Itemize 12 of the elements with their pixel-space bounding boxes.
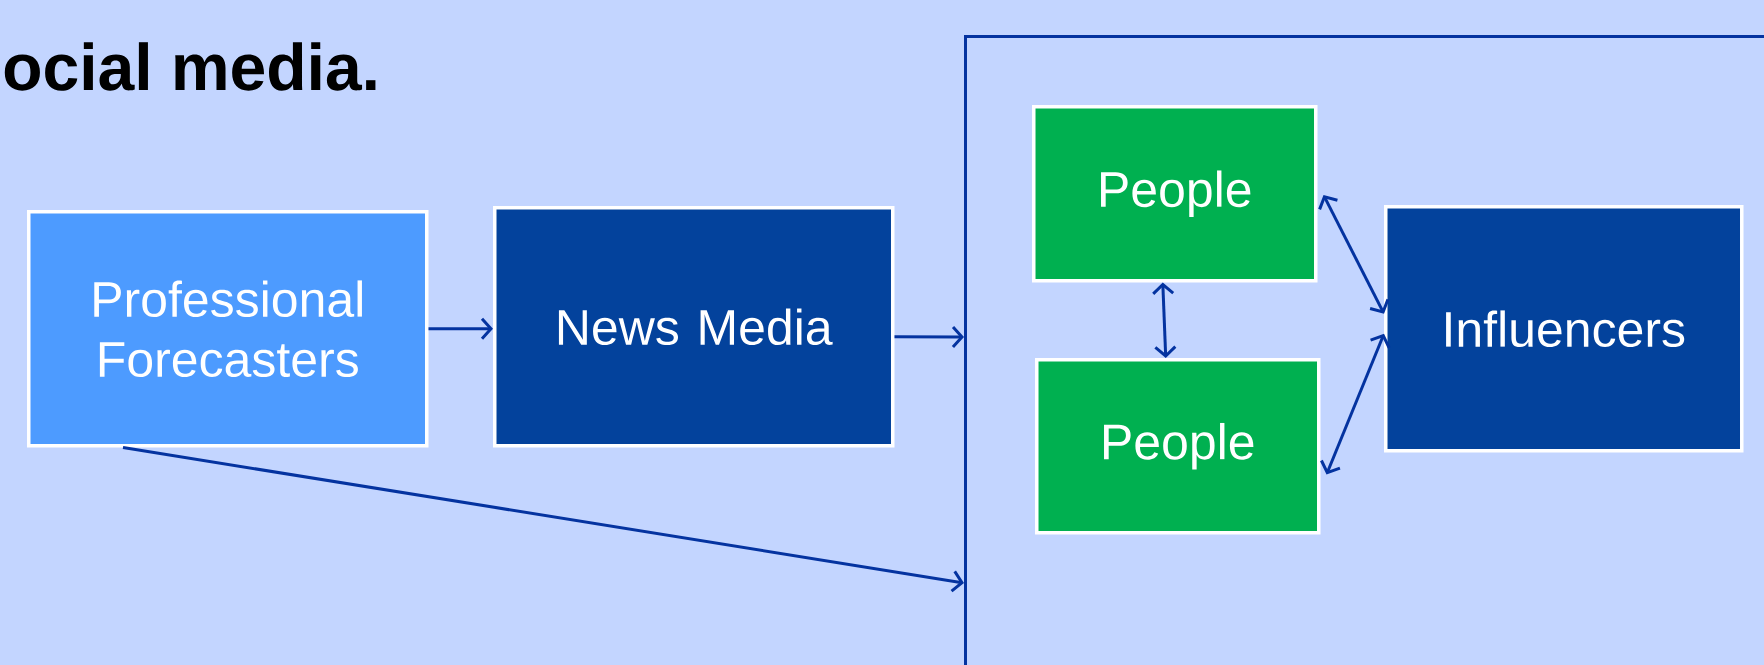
process-box: Influencers (1384, 205, 1744, 453)
title: ocial media. (4, 42, 376, 91)
process-box: People (1035, 358, 1321, 535)
process-box: News Media (493, 206, 895, 448)
arrow (1320, 333, 1391, 475)
process-box: People (1032, 105, 1318, 283)
arrow (894, 325, 964, 348)
arrow (428, 317, 493, 340)
arrow (1152, 282, 1177, 358)
arrow (122, 446, 964, 593)
process-box: Professional Forecasters (27, 210, 429, 448)
arrow (1318, 195, 1390, 314)
